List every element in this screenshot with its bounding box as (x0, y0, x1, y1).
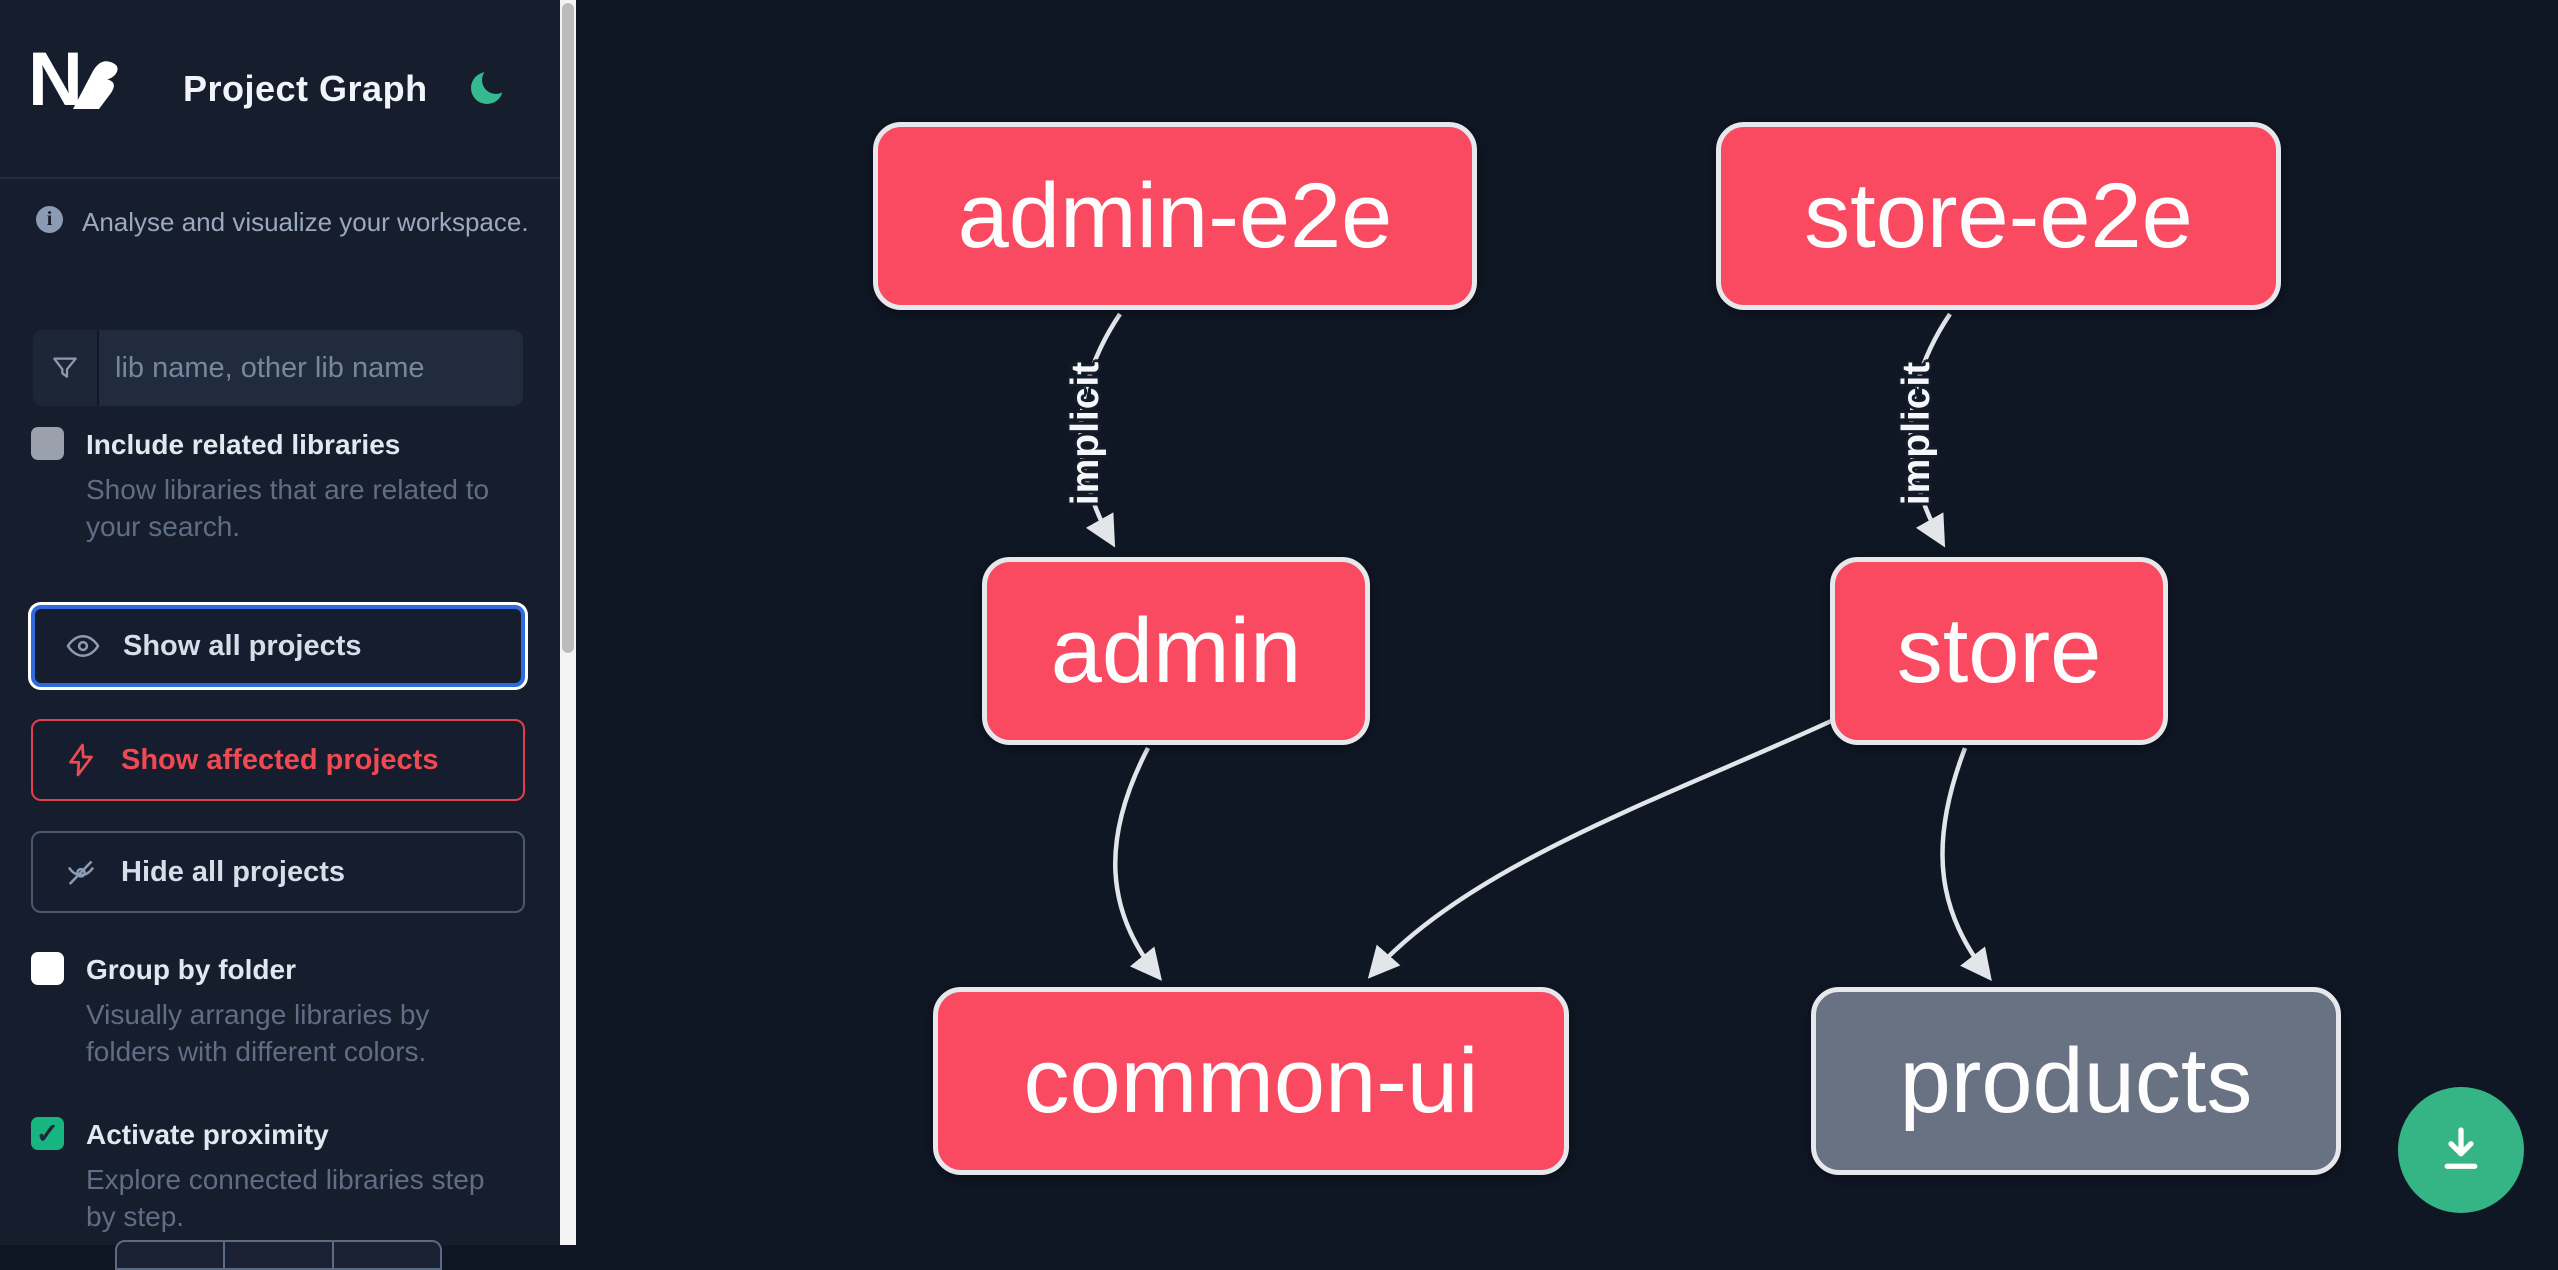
hide-all-projects-label: Hide all projects (121, 855, 346, 888)
include-related-label: Include related libraries (86, 429, 401, 460)
node-label: products (1899, 1029, 2253, 1132)
nx-logo-letter: N (28, 37, 83, 122)
hide-all-projects-button[interactable]: Hide all projects (31, 831, 525, 913)
proximity-increment-button[interactable] (334, 1242, 440, 1268)
group-by-folder-checkbox[interactable] (31, 952, 64, 985)
proximity-value-display (225, 1242, 334, 1268)
activate-proximity-label: Activate proximity (86, 1119, 329, 1150)
project-node-common-ui[interactable]: common-ui (933, 987, 1569, 1175)
show-affected-projects-button[interactable]: Show affected projects (31, 719, 525, 801)
activate-proximity-checkbox[interactable]: ✓ (31, 1117, 64, 1150)
group-by-folder-description: Visually arrange libraries by folders wi… (86, 999, 430, 1067)
sidebar: N Project Graph i Analyse and visualize … (0, 0, 560, 1270)
activate-proximity-description: Explore connected libraries step by step… (86, 1164, 485, 1232)
eye-off-icon (67, 860, 95, 885)
include-related-checkbox[interactable] (31, 427, 64, 460)
filter-funnel-segment (33, 330, 99, 406)
download-image-button[interactable] (2398, 1087, 2524, 1213)
node-label: common-ui (1023, 1029, 1479, 1132)
lightning-bolt-icon (69, 743, 93, 777)
nx-logo-swoosh (72, 61, 118, 109)
eye-icon (66, 634, 100, 658)
page-title: Project Graph (183, 68, 428, 109)
project-node-admin-e2e[interactable]: admin-e2e (873, 122, 1477, 310)
project-node-products[interactable]: products (1811, 987, 2341, 1175)
node-label: admin-e2e (957, 164, 1393, 267)
search-input[interactable] (99, 330, 523, 406)
node-label: store (1896, 599, 2102, 702)
toggle-group-by-folder: Group by folder Visually arrange librari… (31, 952, 531, 1082)
toggle-activate-proximity: ✓ Activate proximity Explore connected l… (31, 1117, 531, 1247)
sidebar-scrollbar-thumb[interactable] (562, 3, 574, 653)
nx-logo: N (28, 42, 158, 120)
sidebar-header: N Project Graph (0, 0, 560, 179)
workspace-tagline: Analyse and visualize your workspace. (82, 207, 529, 237)
show-all-projects-label: Show all projects (123, 629, 362, 662)
edge-label-implicit-admin: implicit (1064, 360, 1107, 506)
edge-label-implicit-store: implicit (1895, 360, 1938, 506)
sidebar-scrollbar-track[interactable] (560, 0, 576, 1245)
download-icon (2444, 1127, 2478, 1169)
project-filter (33, 330, 523, 406)
info-icon: i (36, 206, 63, 233)
funnel-icon (53, 357, 77, 378)
proximity-decrement-button[interactable] (117, 1242, 226, 1268)
project-node-admin[interactable]: admin (982, 557, 1370, 745)
include-related-description: Show libraries that are related to your … (86, 474, 490, 542)
show-all-projects-button[interactable]: Show all projects (31, 605, 525, 687)
project-node-store-e2e[interactable]: store-e2e (1716, 122, 2281, 310)
group-by-folder-label: Group by folder (86, 954, 296, 985)
show-affected-projects-label: Show affected projects (121, 743, 439, 776)
node-label: admin (1050, 599, 1302, 702)
node-label: store-e2e (1804, 164, 2193, 267)
toggle-include-related: Include related libraries Show libraries… (31, 427, 531, 557)
workspace-tagline-row: i Analyse and visualize your workspace. (36, 206, 536, 237)
dark-mode-toggle[interactable] (471, 66, 510, 106)
project-node-store[interactable]: store (1830, 557, 2168, 745)
